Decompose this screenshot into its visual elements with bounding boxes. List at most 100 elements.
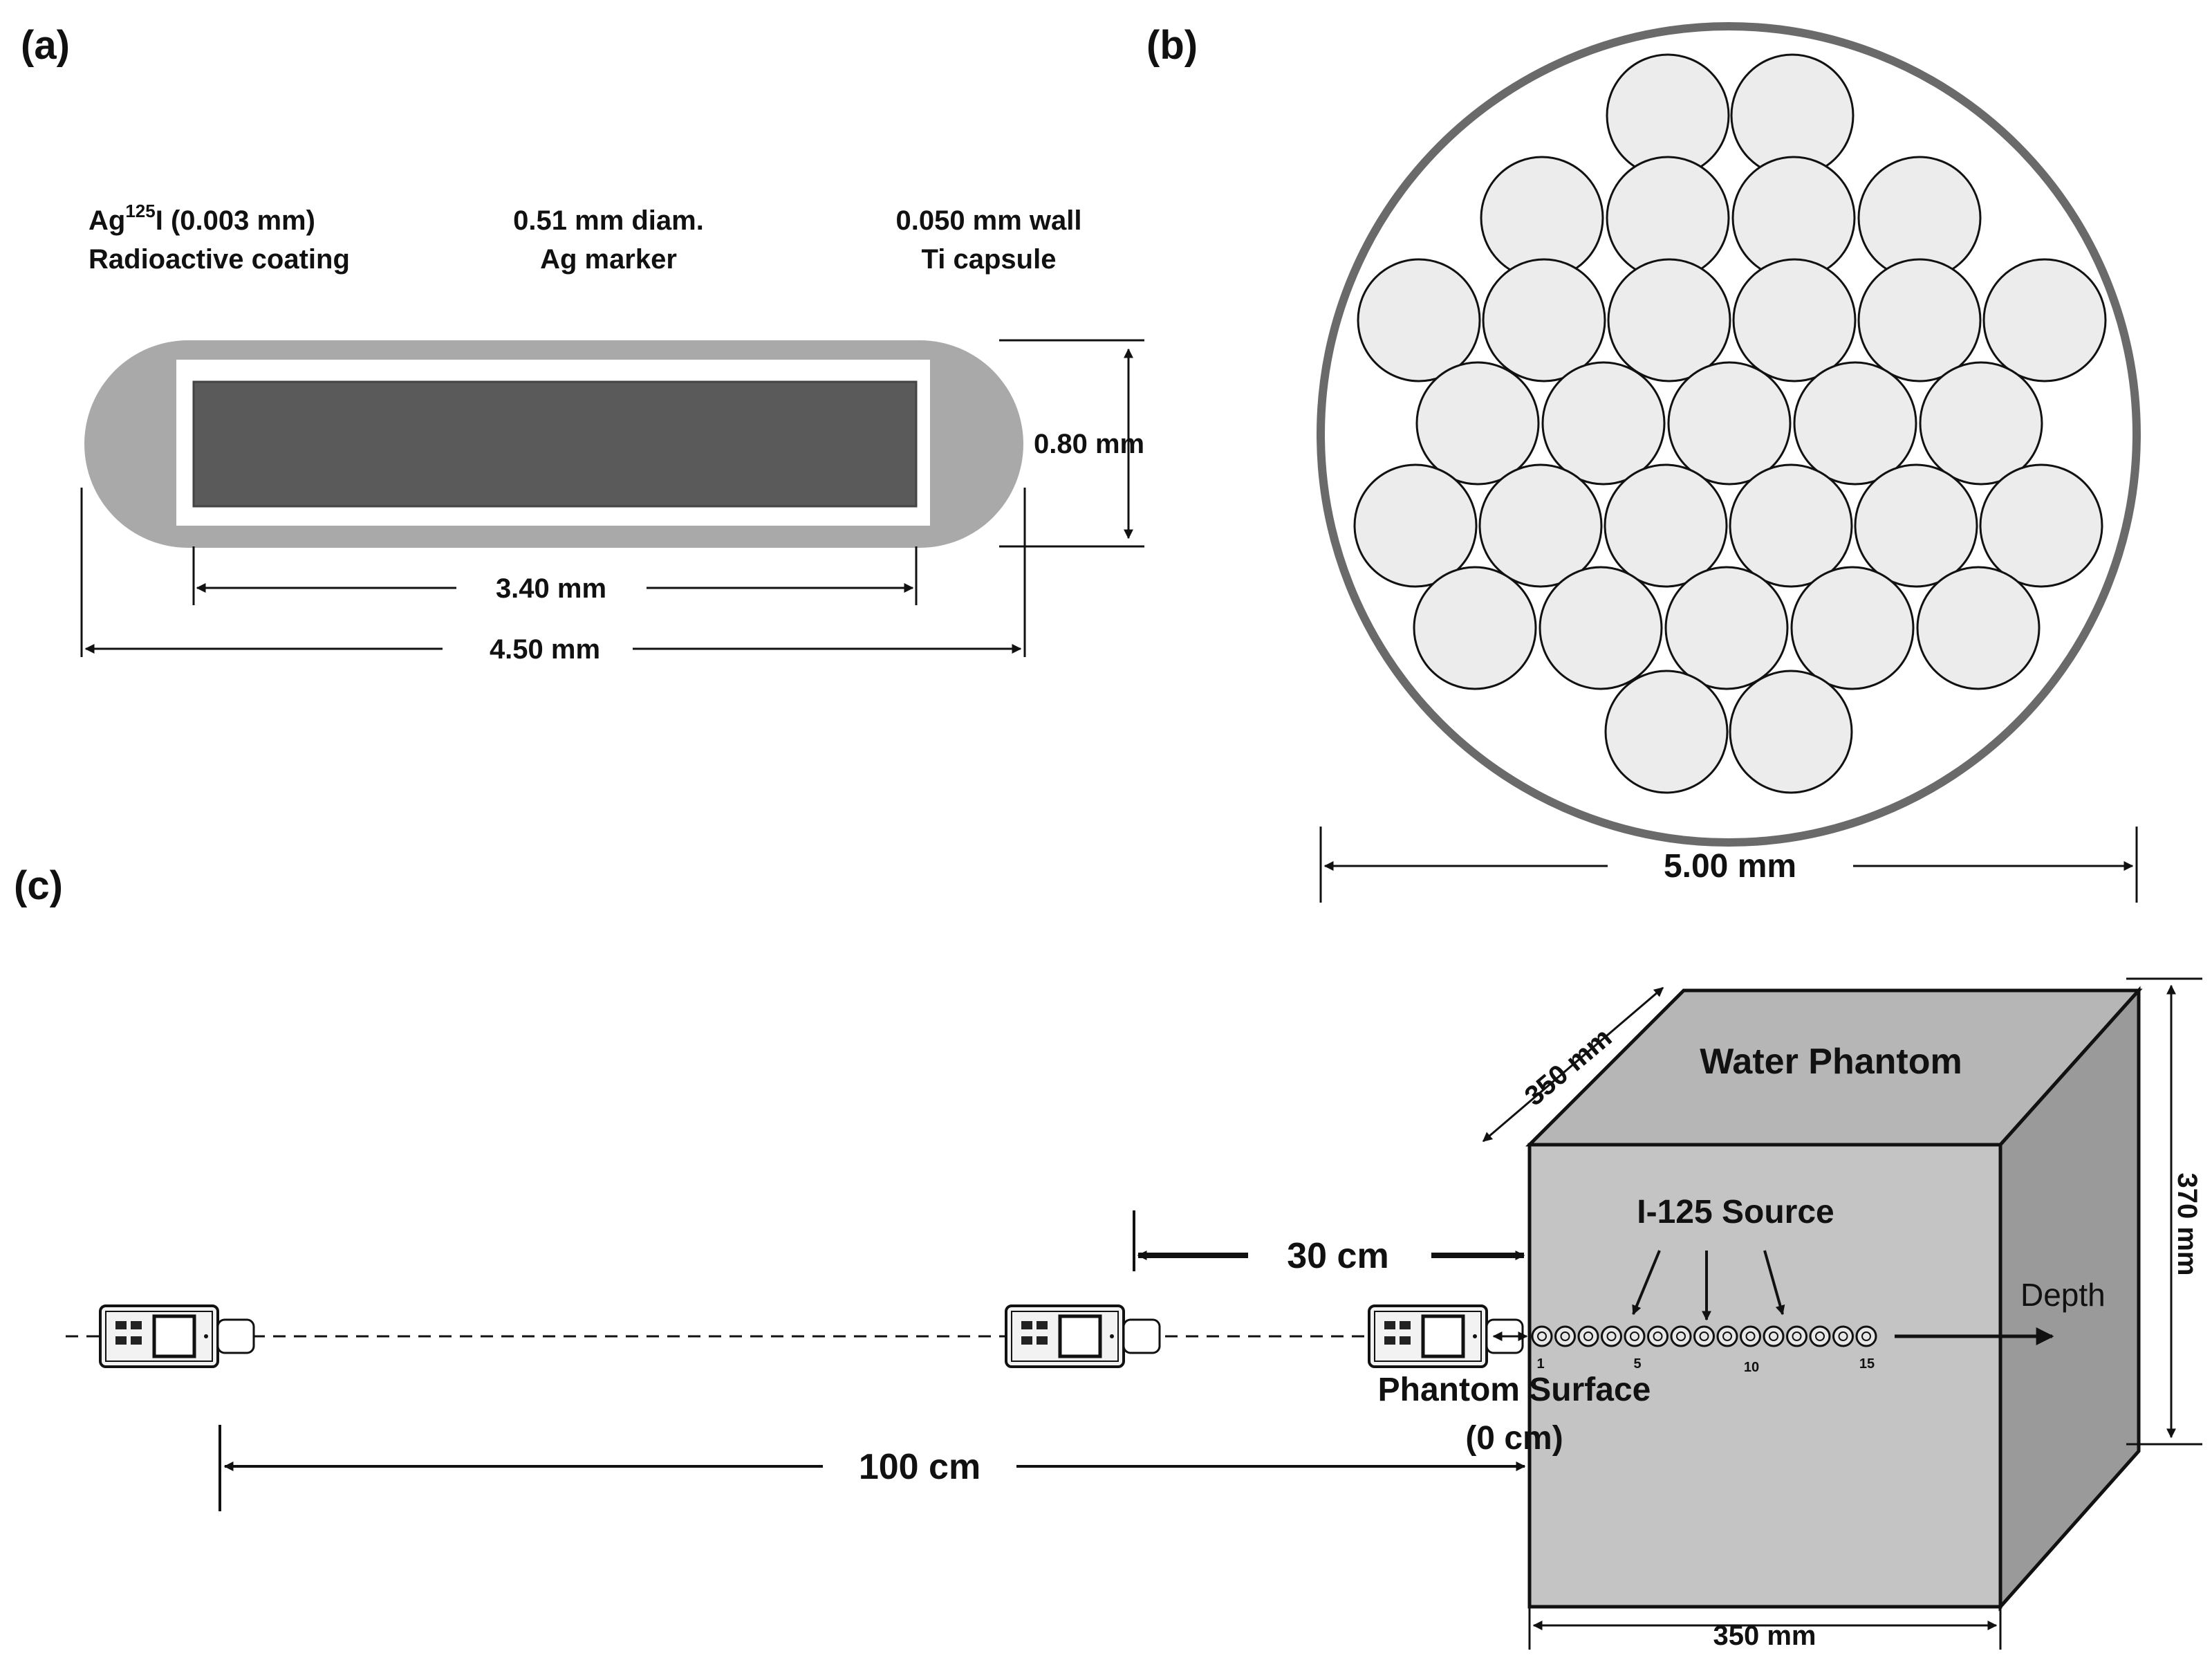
detector-button bbox=[1037, 1336, 1048, 1345]
detector-button bbox=[1021, 1336, 1032, 1345]
source-number-15: 15 bbox=[1859, 1356, 1875, 1372]
source-seed bbox=[1786, 1325, 1807, 1347]
distance-30cm: 30 cm bbox=[1287, 1236, 1388, 1276]
seed-circle bbox=[1604, 670, 1729, 794]
detector-dot bbox=[204, 1334, 208, 1338]
seed-circle bbox=[1604, 463, 1728, 588]
phantom-depth-dim-line bbox=[1482, 986, 1664, 1143]
capsule-label-line1: 0.050 mm wall bbox=[895, 205, 1081, 236]
detector-button bbox=[115, 1321, 127, 1329]
diameter-dimension: 0.80 mm bbox=[1034, 429, 1144, 459]
seed-circle bbox=[1857, 258, 1982, 382]
panel-label-b: (b) bbox=[1146, 23, 1198, 68]
detector-device bbox=[99, 1304, 255, 1368]
seed-circle bbox=[1729, 670, 1853, 794]
source-seed-core bbox=[1676, 1331, 1686, 1341]
source-seed-core bbox=[1815, 1331, 1825, 1341]
seed-circle bbox=[1732, 258, 1857, 382]
bundle-width-dimension: 5.00 mm bbox=[1664, 848, 1796, 885]
seed-circle bbox=[1729, 463, 1853, 588]
detector-probe bbox=[1122, 1318, 1161, 1354]
source-seed-core bbox=[1537, 1331, 1547, 1341]
detector-dot bbox=[1110, 1334, 1114, 1338]
source-seed-core bbox=[1699, 1331, 1709, 1341]
source-seed-core bbox=[1769, 1331, 1778, 1341]
marker-length-dimension: 3.40 mm bbox=[496, 573, 606, 604]
panel-a-seed-diagram: Ag125I (0.003 mm) Radioactive coating 0.… bbox=[80, 201, 1144, 665]
seed-cross-sections bbox=[1353, 53, 2107, 794]
detector-device bbox=[1368, 1304, 1524, 1368]
source-seed-core bbox=[1583, 1331, 1593, 1341]
source-seed bbox=[1670, 1325, 1692, 1347]
detector-screen bbox=[1058, 1314, 1102, 1358]
source-seed bbox=[1554, 1325, 1576, 1347]
distance-100cm: 100 cm bbox=[859, 1447, 980, 1487]
seed-circle bbox=[1541, 361, 1666, 486]
seed-circle bbox=[1664, 566, 1789, 690]
phantom-surface-label-line2: (0 cm) bbox=[1465, 1420, 1563, 1457]
detector-bezel bbox=[105, 1311, 213, 1362]
source-seed bbox=[1601, 1325, 1622, 1347]
seed-circle bbox=[1982, 258, 2107, 382]
source-seed bbox=[1763, 1325, 1785, 1347]
seed-circle bbox=[1357, 258, 1481, 382]
seed-circle bbox=[1539, 566, 1663, 690]
marker-label-line2: Ag marker bbox=[540, 244, 677, 275]
detector-button bbox=[131, 1321, 142, 1329]
source-seed-core bbox=[1745, 1331, 1756, 1341]
source-seed-core bbox=[1560, 1331, 1570, 1341]
detector-screen bbox=[152, 1314, 196, 1358]
seed-circle bbox=[1607, 258, 1731, 382]
source-label: I-125 Source bbox=[1637, 1194, 1834, 1230]
source-seed bbox=[1740, 1325, 1761, 1347]
coating-label-line2: Radioactive coating bbox=[89, 244, 350, 275]
panel-label-a: (a) bbox=[21, 23, 70, 68]
seed-circle bbox=[1979, 463, 2103, 588]
phantom-width-dimension: 350 mm bbox=[1713, 1621, 1816, 1651]
source-number-5: 5 bbox=[1633, 1356, 1641, 1372]
source-seed-core bbox=[1722, 1331, 1732, 1341]
seed-circle bbox=[1916, 566, 2041, 690]
seed-circle bbox=[1413, 566, 1537, 690]
detector-dot bbox=[1473, 1334, 1477, 1338]
source-seed bbox=[1531, 1325, 1553, 1347]
source-seed-core bbox=[1861, 1331, 1871, 1341]
seed-circle bbox=[1790, 566, 1915, 690]
source-seed bbox=[1832, 1325, 1854, 1347]
source-seed-core bbox=[1606, 1331, 1617, 1341]
total-length-dimension: 4.50 mm bbox=[490, 634, 600, 665]
detector-button bbox=[1037, 1321, 1048, 1329]
source-seed bbox=[1693, 1325, 1715, 1347]
source-seed bbox=[1809, 1325, 1831, 1347]
phantom-surface-label: Phantom Surface bbox=[1378, 1372, 1651, 1408]
phantom-height-dimension: 370 mm bbox=[2172, 1173, 2202, 1276]
seed-circle bbox=[1854, 463, 1978, 588]
panel-label-c: (c) bbox=[14, 863, 63, 908]
detector-probe bbox=[216, 1318, 255, 1354]
detector-bezel bbox=[1011, 1311, 1119, 1362]
phantom-front-face bbox=[1527, 1143, 2002, 1609]
seed-circle bbox=[1353, 463, 1478, 588]
detector-button bbox=[1021, 1321, 1032, 1329]
source-number-1: 1 bbox=[1536, 1356, 1544, 1372]
panel-b-seed-bundle: 5.00 mm bbox=[1317, 22, 2141, 903]
detector-screen bbox=[1421, 1314, 1465, 1358]
seed-circle bbox=[1919, 361, 2043, 486]
detector-button bbox=[1384, 1336, 1395, 1345]
detector-button bbox=[131, 1336, 142, 1345]
ag-marker-rod bbox=[192, 380, 918, 508]
detector-device bbox=[1005, 1304, 1161, 1368]
phantom-title: Water Phantom bbox=[1700, 1042, 1962, 1082]
source-seed bbox=[1577, 1325, 1599, 1347]
panel-c-setup: Water Phantom 350 mm 370 mm 350 mm Depth… bbox=[66, 977, 2202, 1651]
detector-button bbox=[1400, 1321, 1411, 1329]
source-seed bbox=[1716, 1325, 1738, 1347]
seed-circle bbox=[1415, 361, 1540, 486]
seed-circle bbox=[1793, 361, 1917, 486]
seed-circle bbox=[1667, 361, 1792, 486]
source-arrow-right bbox=[1763, 1250, 1785, 1316]
detector-button bbox=[1384, 1321, 1395, 1329]
source-seed bbox=[1624, 1325, 1646, 1347]
seed-circle bbox=[1478, 463, 1603, 588]
